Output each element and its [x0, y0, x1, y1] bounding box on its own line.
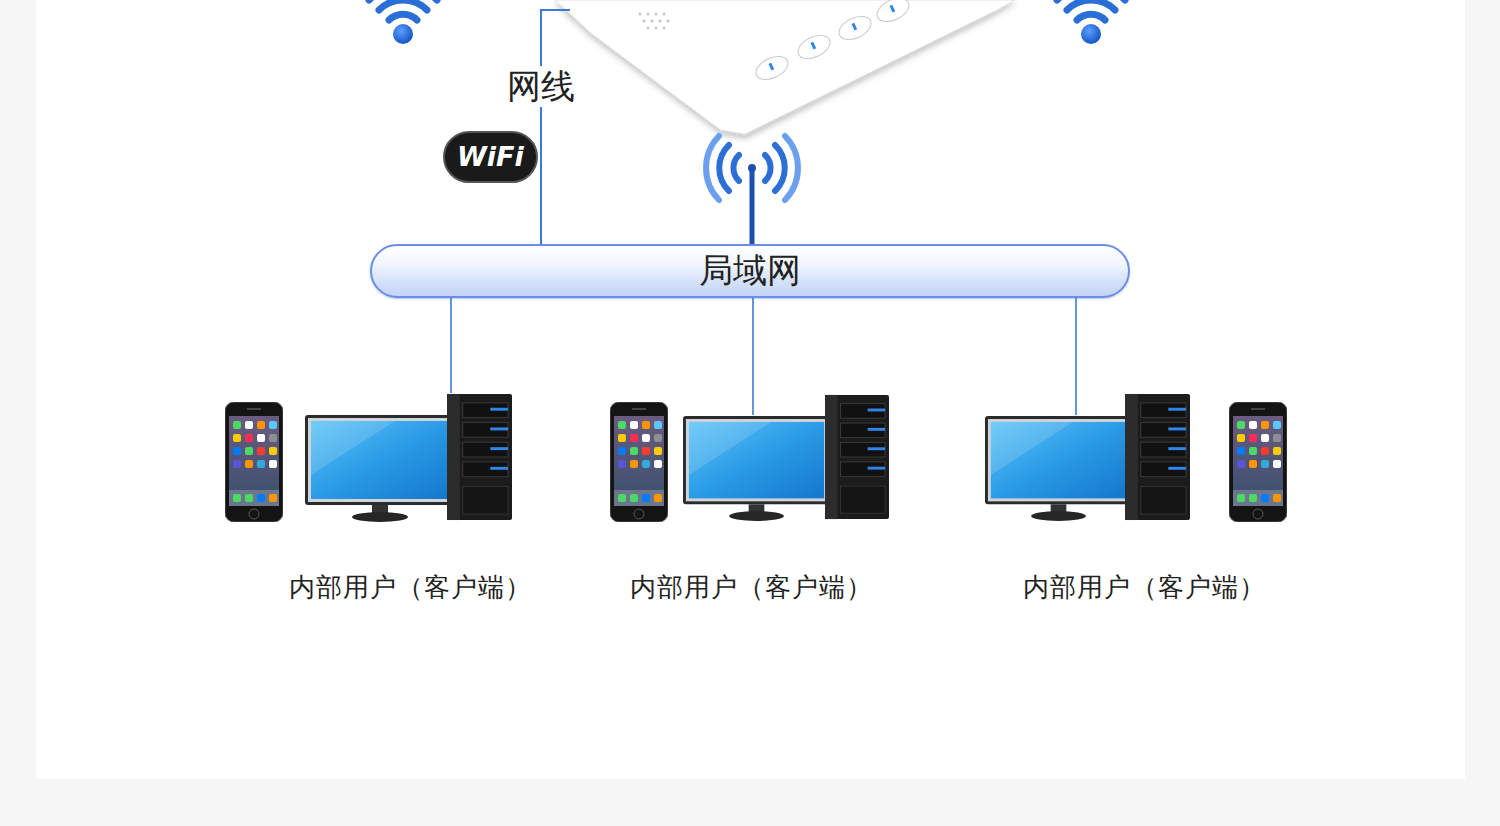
client-label: 内部用户（客户端）	[630, 572, 873, 603]
wifi-icon	[369, 0, 437, 44]
network-cable	[541, 10, 570, 245]
wifi-logo: WiFi	[443, 131, 538, 183]
client-group: 内部用户（客户端）	[220, 393, 600, 607]
client-group: 内部用户（客户端）	[980, 415, 1308, 607]
lan-bar: 局域网	[370, 244, 1130, 298]
lan-link	[1075, 298, 1077, 415]
cable-label: 网线	[505, 66, 577, 107]
client-label: 内部用户（客户端）	[1023, 572, 1266, 603]
wifi-icon	[1057, 0, 1125, 44]
client-label: 内部用户（客户端）	[289, 572, 532, 603]
client-devices	[985, 394, 1287, 522]
network-name: 局域网	[699, 252, 801, 289]
client-group: 内部用户（客户端）	[600, 415, 902, 607]
lan-link	[752, 298, 754, 415]
lan-link	[450, 298, 452, 393]
client-devices	[225, 394, 512, 522]
router	[555, 0, 1015, 135]
antenna-signal	[706, 136, 798, 245]
client-devices	[610, 395, 889, 522]
